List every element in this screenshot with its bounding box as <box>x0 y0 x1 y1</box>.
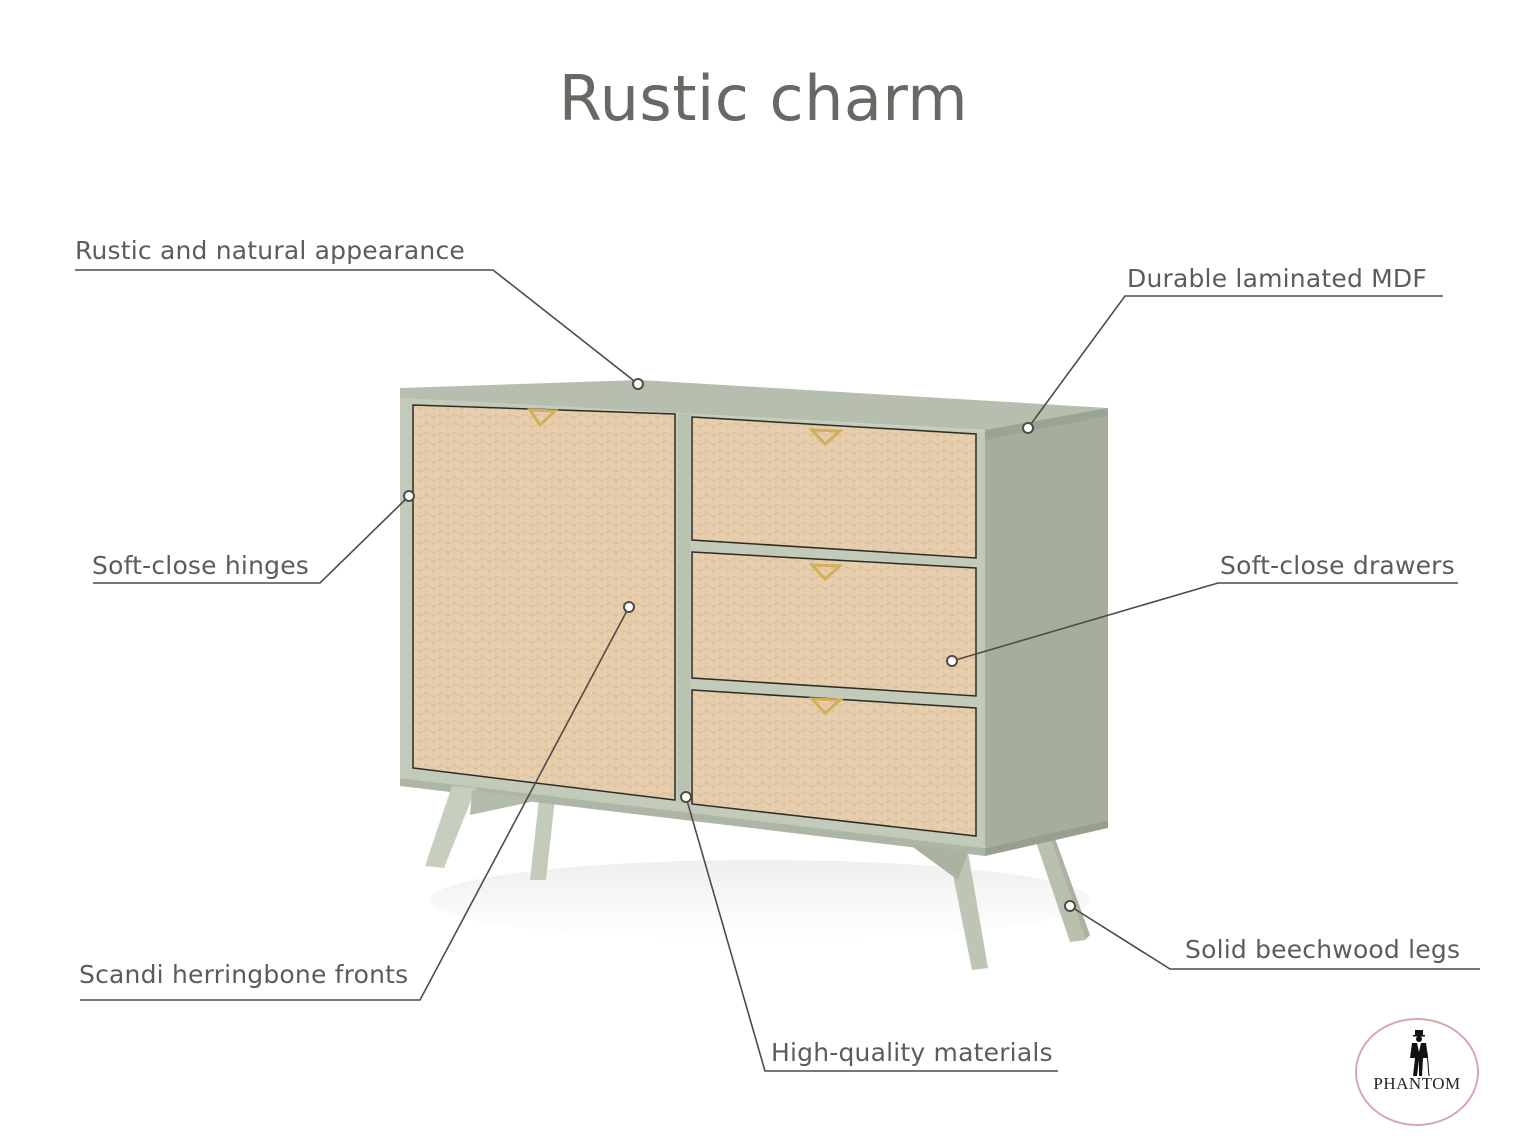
callout-beechwood-legs: Solid beechwood legs <box>1185 935 1461 964</box>
floor-shadow <box>430 860 1090 940</box>
leader-fronts <box>80 606 630 1001</box>
cabinet-door <box>412 404 676 801</box>
callout-soft-close-hinges: Soft-close hinges <box>92 551 309 580</box>
leader-materials <box>685 796 1058 1072</box>
dot-fronts <box>623 601 635 613</box>
dot-materials <box>680 791 692 803</box>
legs-back <box>530 790 1090 942</box>
callout-high-quality-materials: High-quality materials <box>771 1038 1053 1067</box>
cabinet-side <box>985 408 1108 848</box>
leader-rustic <box>75 269 639 385</box>
drawer-2 <box>691 551 977 697</box>
callout-dots <box>403 378 1076 912</box>
drawer-1-handle <box>808 428 844 447</box>
legs-front <box>425 786 988 970</box>
gentleman-figure-icon <box>1410 1030 1430 1077</box>
drawer-2-handle <box>808 563 844 582</box>
leader-legs <box>1069 905 1480 970</box>
leader-drawers <box>951 582 1458 662</box>
drawer-3-handle <box>808 697 844 716</box>
callout-soft-close-drawers: Soft-close drawers <box>1220 551 1455 580</box>
callout-rustic-appearance: Rustic and natural appearance <box>75 236 465 265</box>
handles <box>527 408 844 716</box>
cabinet-top <box>400 380 1108 430</box>
dot-legs <box>1064 900 1076 912</box>
door-handle <box>527 408 559 428</box>
leader-mdf <box>1027 295 1443 429</box>
dot-hinges <box>403 490 415 502</box>
page-title: Rustic charm <box>558 62 969 135</box>
dot-mdf <box>1022 422 1034 434</box>
callout-durable-mdf: Durable laminated MDF <box>1127 264 1427 293</box>
drawer-1 <box>691 416 977 559</box>
drawer-3 <box>691 689 977 837</box>
brand-name: PHANTOM <box>1373 1074 1461 1093</box>
callout-herringbone-fronts: Scandi herringbone fronts <box>79 960 409 989</box>
brand-logo: PHANTOM <box>1355 1018 1479 1126</box>
callout-lines <box>75 269 1480 1072</box>
dot-rustic <box>632 378 644 390</box>
dot-drawers <box>946 655 958 667</box>
leader-hinges <box>93 495 410 584</box>
